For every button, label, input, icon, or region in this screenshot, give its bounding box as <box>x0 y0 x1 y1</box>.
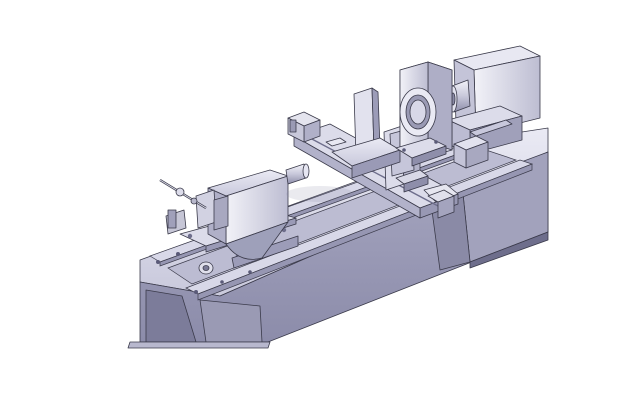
headstock <box>447 45 541 155</box>
servo-motor <box>287 111 321 143</box>
chuck <box>395 61 453 167</box>
tool-post <box>453 119 513 169</box>
watermark <box>286 186 354 202</box>
tailstock <box>159 163 310 275</box>
